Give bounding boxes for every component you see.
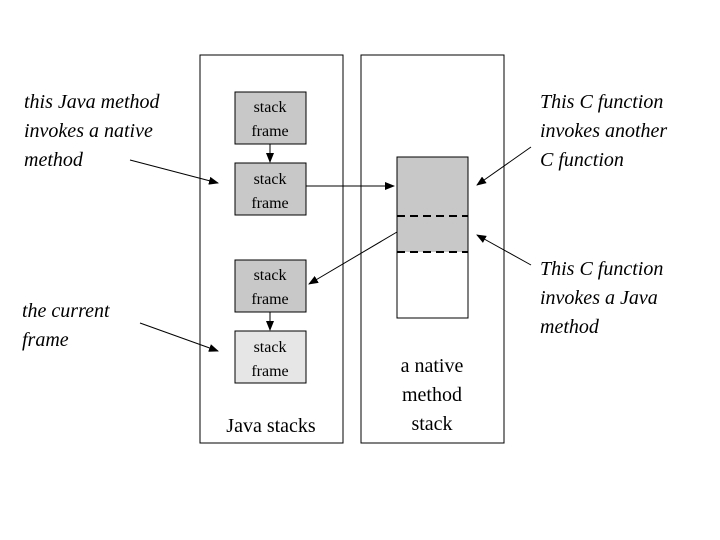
native-stack-column xyxy=(396,156,469,319)
stack-frame-label: stack xyxy=(254,99,287,116)
annotation-pointer xyxy=(476,234,532,266)
stack-frame-label: stack xyxy=(254,171,287,188)
annotation-c-invokes-c: This C function invokes another C functi… xyxy=(540,91,668,171)
stack-frame-3: stack frame xyxy=(234,259,307,313)
stack-frame-label: frame xyxy=(251,195,288,212)
native-to-java-arrow xyxy=(308,231,398,285)
native-stack-used-region xyxy=(397,157,468,252)
stack-frame-box xyxy=(234,162,307,216)
stack-frame-label: stack xyxy=(254,339,287,356)
native-stack-label: stack xyxy=(411,413,452,435)
annotation-current-frame: the current frame xyxy=(22,300,110,351)
annotation-pointer xyxy=(139,322,219,352)
stack-frame-2: stack frame xyxy=(234,162,307,216)
native-stack-label: a native xyxy=(401,355,464,377)
stack-frame-1: stack frame xyxy=(234,91,307,145)
stack-frame-box xyxy=(234,330,307,384)
annotation-java-invokes-native: this Java method invokes a native method xyxy=(24,91,160,171)
stack-frame-label: stack xyxy=(254,267,287,284)
current-stack-frame: stack frame xyxy=(234,330,307,384)
annotation-pointer xyxy=(129,159,219,185)
stack-frame-label: frame xyxy=(251,363,288,380)
stack-frame-box xyxy=(234,259,307,313)
annotation-pointer xyxy=(476,146,532,186)
stack-frame-label: frame xyxy=(251,291,288,308)
annotation-c-invokes-java: This C function invokes a Java method xyxy=(540,258,664,338)
native-stack-label: method xyxy=(402,384,462,406)
java-stacks-label: Java stacks xyxy=(226,415,316,437)
stack-frame-label: frame xyxy=(251,123,288,140)
native-stack-outline xyxy=(396,156,469,319)
